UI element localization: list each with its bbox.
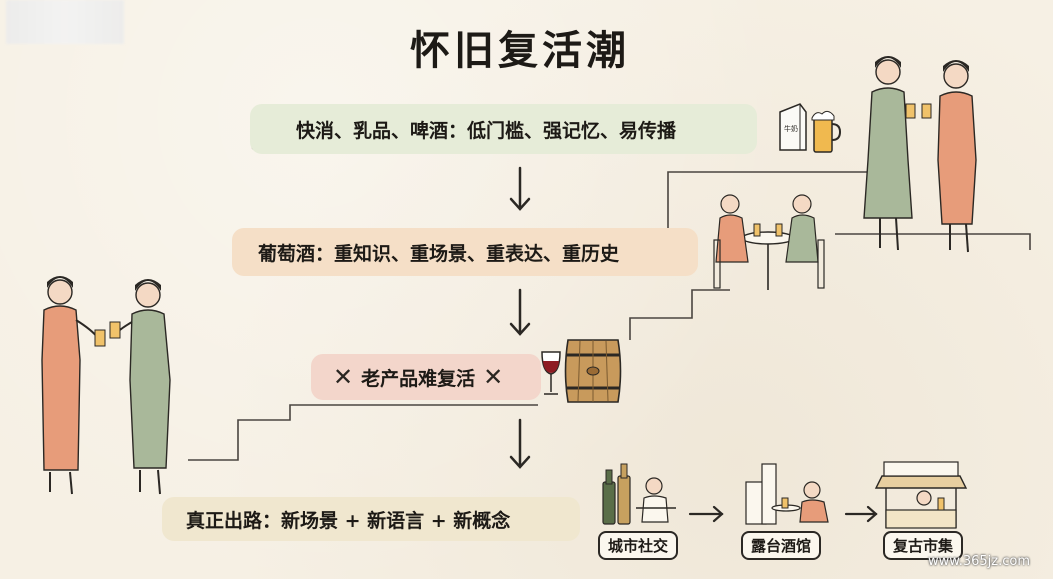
- step-1-text: 快消、乳品、啤酒：低门槛、强记忆、易传播: [296, 119, 677, 142]
- x-mark-icon: ✕: [333, 363, 354, 391]
- arrow-down-icon: [509, 418, 531, 469]
- wine-barrel-icon: [564, 339, 622, 403]
- step-4-pill: 真正出路：新场景 + 新语言 + 新概念: [162, 497, 580, 541]
- step-2-text: 葡萄酒：重知识、重场景、重表达、重历史: [258, 242, 620, 265]
- arrow-down-icon: [509, 288, 531, 336]
- qipao-women-left: [41, 276, 171, 495]
- step-2-pill: 葡萄酒：重知识、重场景、重表达、重历史: [232, 228, 698, 276]
- x-mark-icon: ✕: [483, 363, 504, 391]
- staircase-lines: [188, 171, 1031, 461]
- retro-market-scene: [874, 461, 968, 529]
- watermark: www.365jz.com: [928, 554, 1030, 569]
- step-1-pill: 快消、乳品、啤酒：低门槛、强记忆、易传播: [250, 104, 757, 154]
- scene-label-city-social: 城市社交: [598, 531, 679, 560]
- beer-mug-icon: [811, 110, 842, 153]
- rooftop-bar-scene: [745, 463, 829, 525]
- blurred-logo: [6, 0, 124, 44]
- city-social-scene: [602, 463, 676, 525]
- arrow-right-icon: [688, 505, 724, 523]
- page-title: 怀旧复活潮: [410, 27, 630, 74]
- arrow-down-icon: [509, 166, 531, 211]
- step-3-text: 老产品难复活: [361, 367, 476, 390]
- scene-label-rooftop-bar: 露台酒馆: [741, 531, 822, 560]
- step-3-pill: ✕ 老产品难复活 ✕: [311, 354, 541, 400]
- wine-glass-icon: [541, 351, 561, 395]
- step-4-text: 真正出路：新场景 + 新语言 + 新概念: [186, 509, 511, 532]
- milk-carton-label: 牛奶: [784, 124, 798, 133]
- qipao-women-top-right: [863, 56, 977, 253]
- arrow-right-icon: [844, 505, 878, 523]
- milk-carton-icon: 牛奶: [779, 103, 807, 151]
- scene-label-retro-market: 复古市集: [883, 531, 964, 560]
- cafe-table-scene: [713, 194, 825, 290]
